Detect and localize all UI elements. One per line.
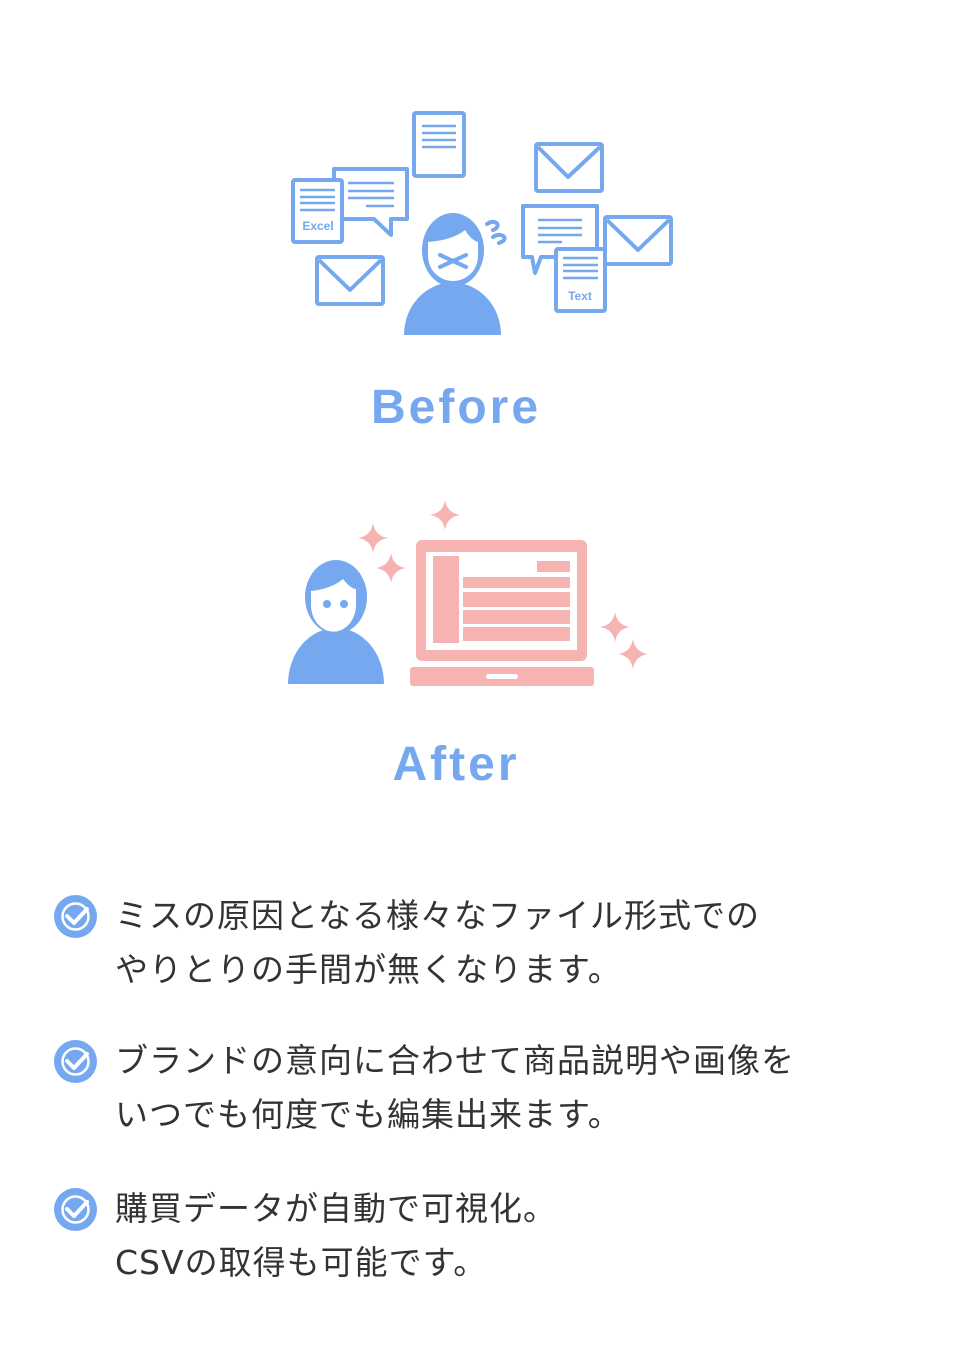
happy-person-icon	[288, 560, 384, 684]
excel-label: Excel	[302, 219, 333, 233]
text-label: Text	[568, 289, 592, 303]
check-circle-icon	[54, 895, 97, 938]
confused-person-icon	[404, 213, 501, 335]
sparkle-icons	[358, 500, 648, 669]
excel-document-icon	[291, 178, 344, 244]
laptop-icon	[410, 540, 594, 686]
envelope-icon	[603, 215, 673, 266]
before-illustration: Excel Text	[291, 111, 673, 335]
before-label: Before	[370, 381, 542, 434]
benefit-text: やりとりの手間が無くなります。	[115, 950, 622, 989]
check-circle-icon	[54, 1040, 97, 1083]
benefit-text: いつでも何度でも編集出来ます。	[115, 1095, 622, 1134]
after-label: After	[392, 738, 520, 791]
text-document-icon	[554, 247, 607, 313]
benefit-text: 購買データが自動で可視化。	[115, 1189, 557, 1228]
after-illustration	[288, 500, 648, 686]
envelope-icon	[315, 255, 385, 306]
swirl-icon	[485, 219, 507, 245]
benefit-text: ミスの原因となる様々なファイル形式での	[115, 896, 761, 935]
document-icon	[412, 111, 466, 178]
benefit-text: ブランドの意向に合わせて商品説明や画像を	[115, 1041, 795, 1080]
benefit-text: CSVの取得も可能です。	[115, 1243, 488, 1282]
check-circle-icon	[54, 1188, 97, 1231]
envelope-icon	[534, 142, 604, 193]
